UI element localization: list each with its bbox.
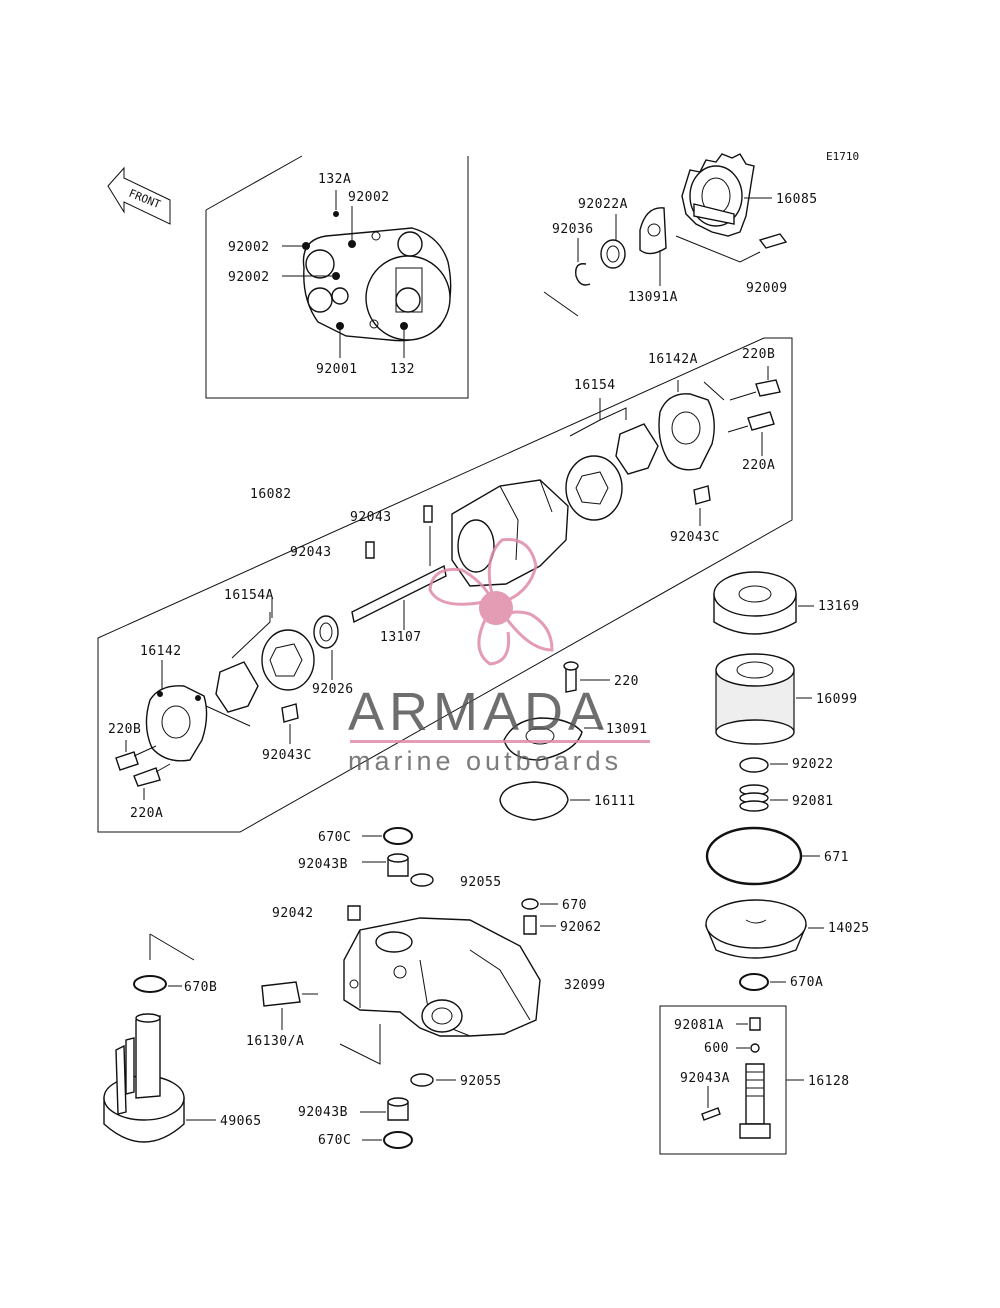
pump-body — [451, 479, 569, 587]
label-600: 600 — [704, 1041, 729, 1056]
label-92043B-top: 92043B — [298, 857, 348, 872]
strainer-49065 — [103, 1013, 185, 1143]
cover-inset: 132A 92002 92002 92002 92001 132 — [205, 155, 469, 399]
label-16142: 16142 — [140, 644, 182, 659]
spring-92081 — [739, 784, 769, 812]
propeller-logo-icon — [428, 538, 554, 666]
prop-blade-2 — [428, 567, 492, 606]
label-670: 670 — [562, 898, 587, 913]
label-16099: 16099 — [816, 692, 858, 707]
label-92002-c: 92002 — [228, 270, 270, 285]
label-92002-b: 92002 — [228, 240, 270, 255]
label-14025: 14025 — [828, 921, 870, 936]
filter-base-14025 — [704, 899, 808, 959]
armada-watermark: ARMADA marine outboards — [348, 538, 650, 776]
label-49065: 49065 — [220, 1114, 262, 1129]
filter-group: 13169 16099 92022 92081 671 — [704, 571, 870, 991]
label-220: 220 — [614, 674, 639, 689]
o-ring-671 — [705, 826, 803, 886]
label-92022: 92022 — [792, 757, 834, 772]
label-16142A: 16142A — [648, 352, 698, 367]
label-132A: 132A — [318, 172, 351, 187]
label-92026: 92026 — [312, 682, 354, 697]
label-13091A: 13091A — [628, 290, 678, 305]
front-arrow-icon: FRONT — [107, 166, 171, 225]
label-16154: 16154 — [574, 378, 616, 393]
label-92081: 92081 — [792, 794, 834, 809]
diagram-code: E1710 — [826, 150, 859, 163]
label-220A-bot: 220A — [130, 806, 163, 821]
mid-parts: 220 13091 16111 — [499, 661, 648, 821]
label-13107: 13107 — [380, 630, 422, 645]
label-670B: 670B — [184, 980, 217, 995]
label-670C-bot: 670C — [318, 1133, 351, 1148]
label-92081A: 92081A — [674, 1018, 724, 1033]
label-92055-top: 92055 — [460, 875, 502, 890]
o-ring-670C-top — [383, 827, 413, 845]
prop-hub — [479, 591, 513, 625]
o-ring-670A — [739, 973, 769, 991]
label-16130A: 16130/A — [246, 1034, 304, 1049]
label-92002-a: 92002 — [348, 190, 390, 205]
oil-strainer-group: 670B 49065 — [103, 933, 262, 1143]
label-92062: 92062 — [560, 920, 602, 935]
label-92055-bot: 92055 — [460, 1074, 502, 1089]
rotor-16154 — [565, 423, 659, 521]
o-ring-670C-bot — [383, 1131, 413, 1149]
label-16082: 16082 — [250, 487, 292, 502]
label-92043C-bot: 92043C — [262, 748, 312, 763]
relief-valve-inset: 92081A 600 92043A 16128 — [659, 1005, 850, 1155]
drive-gear-group: 16085 92009 13091A 92022A 92036 — [543, 153, 818, 317]
watermark-subtitle: marine outboards — [348, 746, 622, 776]
label-92043-a: 92043 — [350, 510, 392, 525]
o-ring-670 — [521, 898, 539, 910]
prop-blade-3 — [504, 610, 554, 652]
label-220A-top: 220A — [742, 458, 775, 473]
pump-cover-16142 — [145, 685, 208, 762]
label-92043A: 92043A — [680, 1071, 730, 1086]
label-92042: 92042 — [272, 906, 314, 921]
label-13091: 13091 — [606, 722, 648, 737]
label-92043B-bot: 92043B — [298, 1105, 348, 1120]
label-16111: 16111 — [594, 794, 636, 809]
gear-16085 — [681, 153, 755, 237]
label-92036: 92036 — [552, 222, 594, 237]
oil-pan-housing: 670C 92043B 92055 670 92062 92042 32099 … — [246, 827, 606, 1149]
watermark-rule — [350, 740, 650, 743]
filter-element-16099 — [715, 653, 795, 745]
front-label: FRONT — [127, 187, 163, 212]
label-92022A: 92022A — [578, 197, 628, 212]
prop-blade-4 — [477, 617, 511, 666]
label-220B-top: 220B — [742, 347, 775, 362]
o-ring-670B — [133, 975, 167, 993]
label-671: 671 — [824, 850, 849, 865]
label-220B-bot: 220B — [108, 722, 141, 737]
label-670C-top: 670C — [318, 830, 351, 845]
label-92043C-top: 92043C — [670, 530, 720, 545]
label-670A: 670A — [790, 975, 823, 990]
label-13169: 13169 — [818, 599, 860, 614]
label-92009: 92009 — [746, 281, 788, 296]
pump-assembly-box: 16082 16142A 220B 220A 16154 92043C — [97, 337, 793, 833]
pump-cover — [302, 211, 452, 342]
label-92043-b: 92043 — [290, 545, 332, 560]
relief-valve-16128 — [739, 1063, 771, 1139]
rotor-16154A — [215, 629, 315, 713]
label-16154A: 16154A — [224, 588, 274, 603]
filter-cover-13169 — [713, 571, 797, 635]
pump-cover-16142A — [658, 380, 725, 471]
label-16128: 16128 — [808, 1074, 850, 1089]
prop-blade-1 — [487, 538, 538, 609]
label-16085: 16085 — [776, 192, 818, 207]
label-92001: 92001 — [316, 362, 358, 377]
label-132: 132 — [390, 362, 415, 377]
watermark-title: ARMADA — [348, 682, 609, 742]
label-32099: 32099 — [564, 978, 606, 993]
